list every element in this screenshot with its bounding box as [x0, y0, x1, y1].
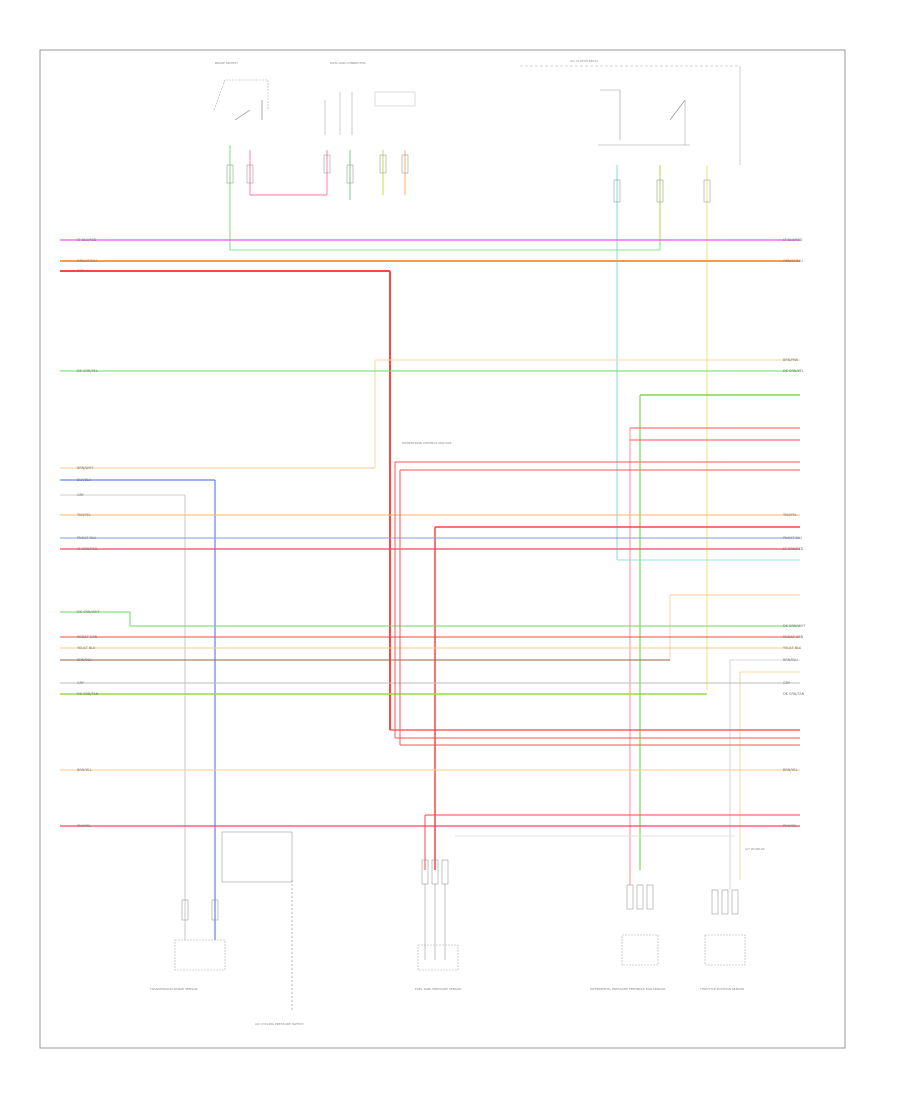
left-label-16: DK GRN/TAN	[77, 692, 99, 696]
right-label-13: YEL/LT BLU	[783, 646, 802, 650]
right-label-15: GRY	[783, 681, 791, 685]
right-label-9: PNK/LT BLU	[783, 536, 803, 540]
right-label-4: DK GRN/YEL	[783, 369, 804, 373]
right-label-1: LT BLU/RED	[783, 238, 803, 242]
right-label-17: BRN/YEL	[783, 768, 798, 772]
pcm-note: POWERTRAIN CONTROL MODULE	[402, 441, 452, 445]
left-label-17: BRN/YEL	[77, 768, 92, 772]
left-label-10: LT GRN/RED	[77, 547, 98, 551]
right-label-5: BRN/PNK	[783, 358, 799, 362]
data-link-connector: DATA LINK CONNECTOR	[324, 61, 416, 135]
right-label-2: ORN/LT BLU	[783, 259, 803, 263]
right-label-8: TAN/YEL	[782, 513, 797, 517]
transmission-range-sensor-label: TRANSMISSION RANGE SENSOR	[149, 987, 198, 991]
left-label-14: BRN/BLU	[77, 658, 92, 662]
right-label-14: BRN/BLU	[783, 658, 798, 662]
diagram-border	[39, 49, 846, 1049]
right-label-16: DK GRN/TAN	[783, 692, 805, 696]
right-label-10: LT GRN/RED	[783, 547, 804, 551]
tp-sensor-label: THROTTLE POSITION SENSOR	[699, 987, 744, 991]
left-label-13: YEL/LT BLU	[77, 646, 96, 650]
right-label-18: PNK/YEL	[783, 824, 797, 828]
ac-clutch-relay: A/C CLUTCH RELAY	[520, 59, 741, 165]
left-label-1: LT BLU/RED	[77, 238, 97, 242]
data-link-connector-label: DATA LINK CONNECTOR	[330, 61, 366, 65]
left-label-9: PNK/LT BLU	[77, 536, 97, 540]
left-label-15: GRY	[77, 681, 85, 685]
at-note: A/T W/4R100	[745, 847, 765, 851]
right-label-12: RED/LT GRN	[783, 635, 804, 639]
left-label-3: RED	[77, 269, 84, 273]
left-label-8: TAN/YEL	[76, 513, 91, 517]
dpfe-sensor-label: DIFFERENTIAL PRESSURE FEEDBACK EGR SENSO…	[590, 987, 665, 991]
left-label-7: GRY	[77, 493, 85, 497]
right-label-11: DK GRN/WHT	[783, 624, 806, 628]
transmission-range-sensor: TRANSMISSION RANGE SENSOR	[149, 899, 226, 991]
left-label-6: BLK/BLU	[77, 478, 92, 482]
left-label-2: ORN/LT BLU	[77, 259, 97, 263]
dpfe-sensor: DIFFERENTIAL PRESSURE FEEDBACK EGR SENSO…	[590, 884, 665, 991]
brake-switch: BRAKE SWITCH	[213, 61, 269, 121]
left-label-18: PNK/YEL	[77, 824, 91, 828]
left-label-12: RED/LT GRN	[77, 635, 98, 639]
left-label-4: DK GRN/YEL	[77, 369, 98, 373]
ac-cycling-pressure-switch: A/C CYCLING PRESSURE SWITCH	[221, 831, 304, 1026]
top-connector-stubs	[226, 154, 711, 203]
left-label-11: DK GRN/WHT	[77, 610, 100, 614]
fuel-tank-pressure-sensor-label: FUEL TANK PRESSURE SENSOR	[415, 987, 461, 991]
right-wire-labels: LT BLU/RED ORN/LT BLU DK GRN/YEL BRN/PNK…	[782, 238, 806, 828]
tp-sensor: THROTTLE POSITION SENSOR	[699, 889, 746, 991]
ac-clutch-relay-label: A/C CLUTCH RELAY	[570, 59, 598, 63]
fuel-tank-pressure-sensor: FUEL TANK PRESSURE SENSOR	[415, 859, 461, 991]
left-label-5: BRN/WHT	[77, 466, 94, 470]
brake-switch-label: BRAKE SWITCH	[215, 61, 238, 65]
left-wire-labels: LT BLU/RED ORN/LT BLU RED DK GRN/YEL BRN…	[76, 238, 100, 828]
ac-cycling-pressure-switch-label: A/C CYCLING PRESSURE SWITCH	[255, 1022, 304, 1026]
